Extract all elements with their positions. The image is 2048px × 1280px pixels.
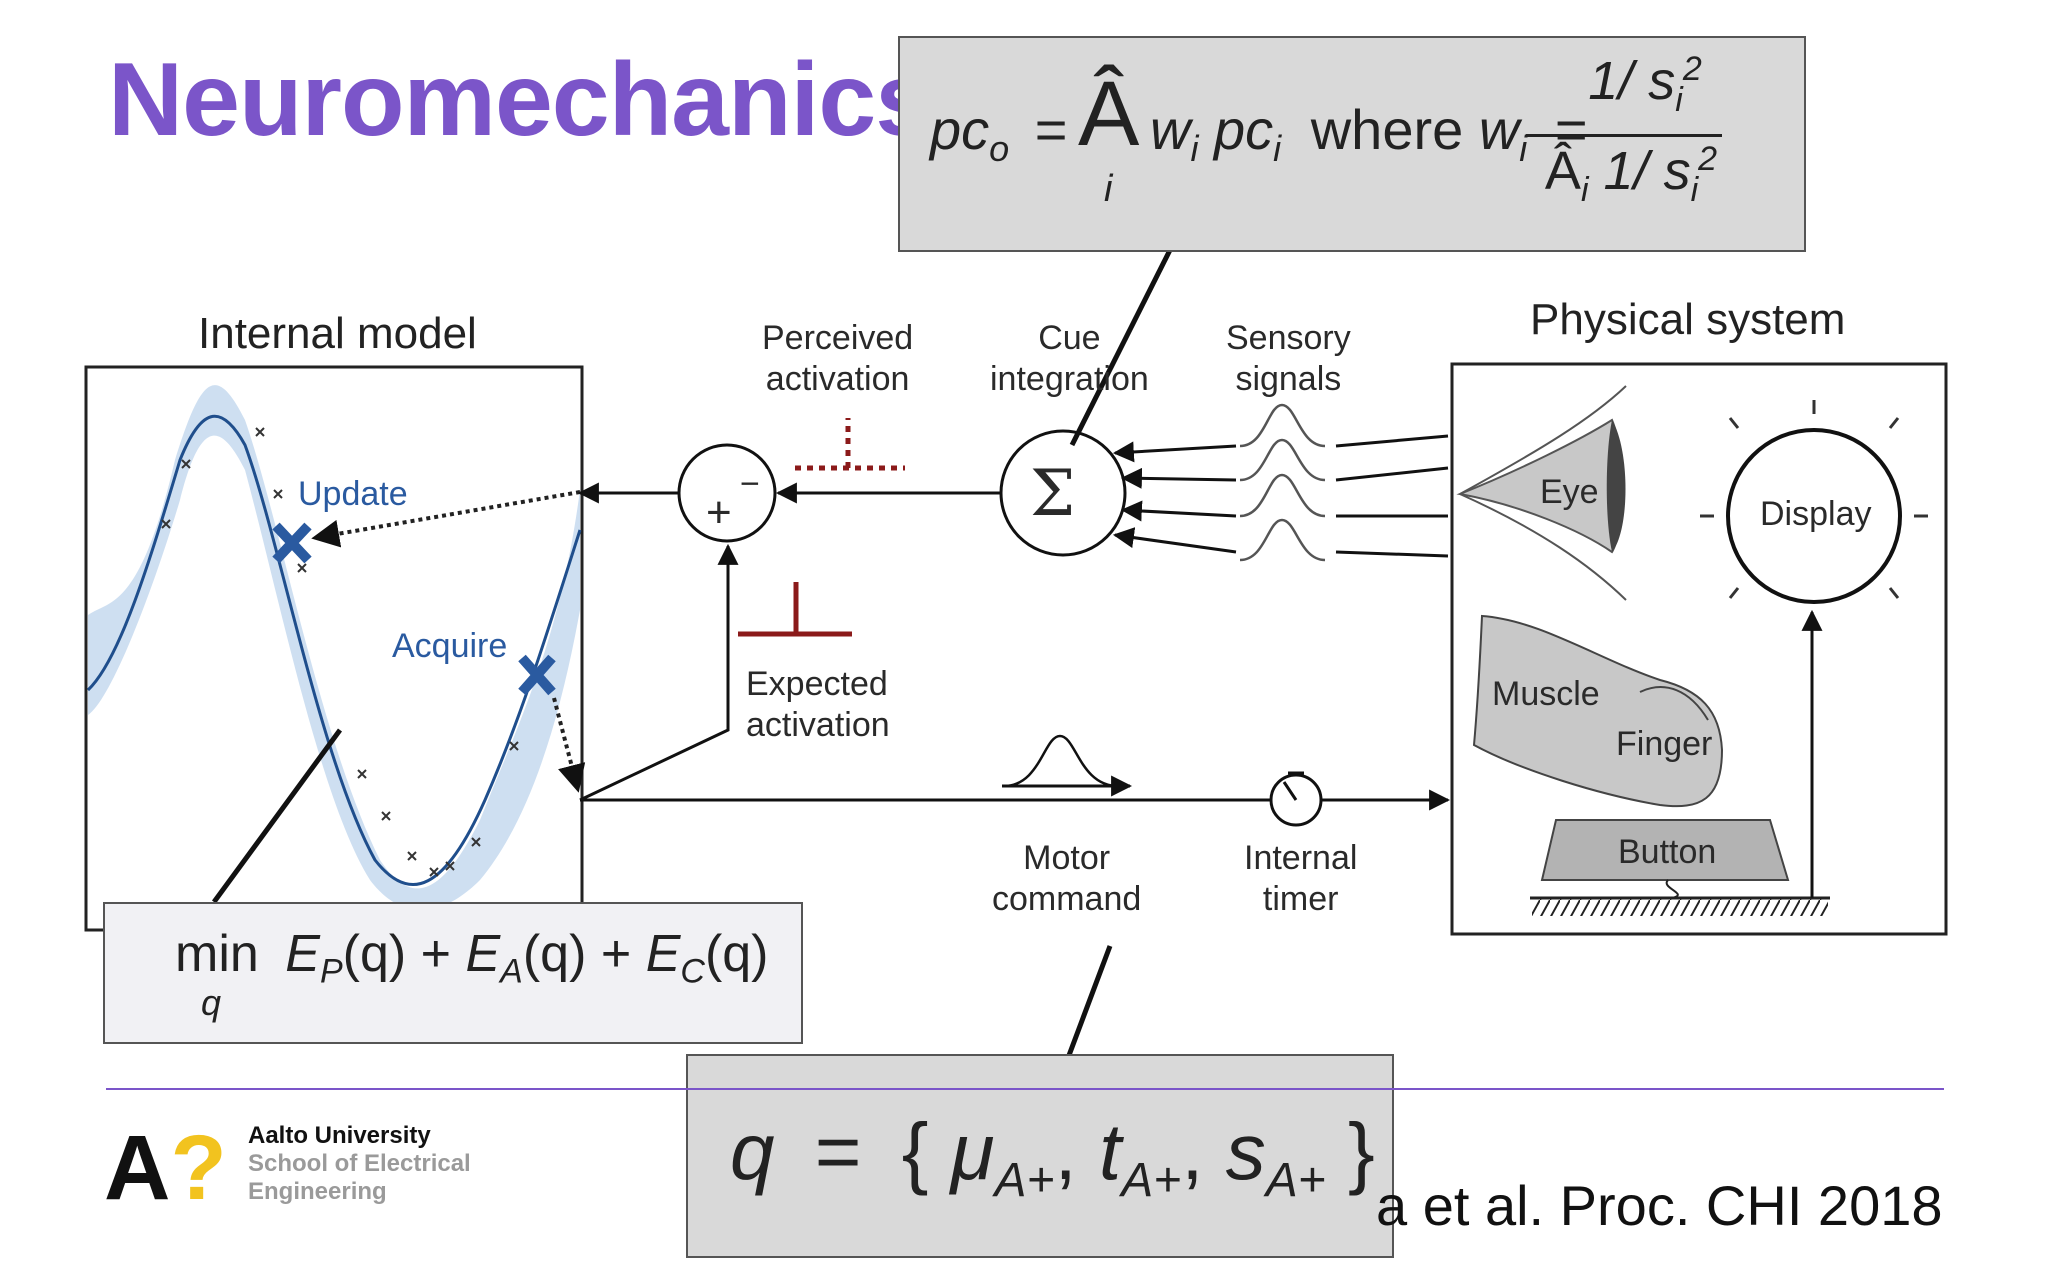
update-label: Update — [298, 475, 408, 513]
model-curve — [86, 414, 582, 887]
params-formula-pointer — [1065, 945, 1113, 1059]
physical-system-title: Physical system — [1530, 295, 1846, 344]
expected-activation-label: Expected activation — [746, 665, 890, 744]
sensory-signals-label: Sensory signals — [1226, 319, 1351, 398]
footer-divider — [106, 1088, 1944, 1090]
eye-label: Eye — [1540, 473, 1599, 511]
finger-label: Finger — [1616, 725, 1713, 763]
aalto-logo: A? — [104, 1117, 227, 1219]
display-label: Display — [1760, 495, 1872, 533]
display-circle — [1726, 428, 1902, 604]
button-shape — [1540, 819, 1790, 881]
objective-formula-pointer — [211, 728, 343, 904]
cue-integration-label: Cue integration — [990, 319, 1149, 398]
cue-formula-pointer — [1069, 248, 1173, 447]
perceived-activation-icon — [795, 418, 905, 471]
expected-activation-line — [579, 543, 739, 802]
observation-markers — [161, 427, 519, 877]
cue-integration-formula: pco = Â i wi pci where wi = 1/ si2 Âi 1/… — [898, 36, 1806, 252]
finger-shape — [1472, 614, 1724, 808]
button-label: Button — [1618, 833, 1717, 871]
slide-title: Neuromechanics — [108, 42, 933, 158]
acquire-marker — [518, 654, 556, 696]
plus-sign: + — [706, 488, 732, 537]
objective-formula: min EP(q) + EA(q) + EC(q) q — [103, 902, 803, 1044]
expected-activation-icon — [738, 582, 852, 637]
internal-timer-label: Internal timer — [1244, 839, 1358, 918]
citation: a et al. Proc. CHI 2018 — [1376, 1174, 1943, 1237]
acquire-label: Acquire — [392, 627, 508, 665]
formula-lhs: pc — [930, 98, 990, 161]
motor-gaussian-icon — [1003, 734, 1119, 788]
ground-hatch — [1532, 898, 1828, 916]
motor-command-label: Motor command — [992, 839, 1142, 918]
internal-model-frame — [84, 365, 584, 932]
sum-sym-top: Â — [1078, 63, 1140, 165]
update-arrow — [311, 490, 581, 548]
params-formula: q = { μA+, tA+, sA+ } — [686, 1054, 1394, 1258]
minus-sign: − — [740, 465, 760, 503]
university-name: Aalto University School of Electrical En… — [248, 1122, 471, 1205]
perceived-activation-label: Perceived activation — [762, 319, 914, 398]
sum-symbol: Σ — [1030, 457, 1076, 531]
physical-to-sensory-lines — [1335, 434, 1449, 558]
internal-model-title: Internal model — [198, 309, 477, 358]
update-marker — [272, 522, 312, 564]
sensory-arrows-to-sum — [1112, 441, 1237, 554]
sensory-signal-curves — [1239, 403, 1326, 562]
muscle-label: Muscle — [1492, 675, 1600, 713]
display-rays — [1700, 400, 1928, 599]
